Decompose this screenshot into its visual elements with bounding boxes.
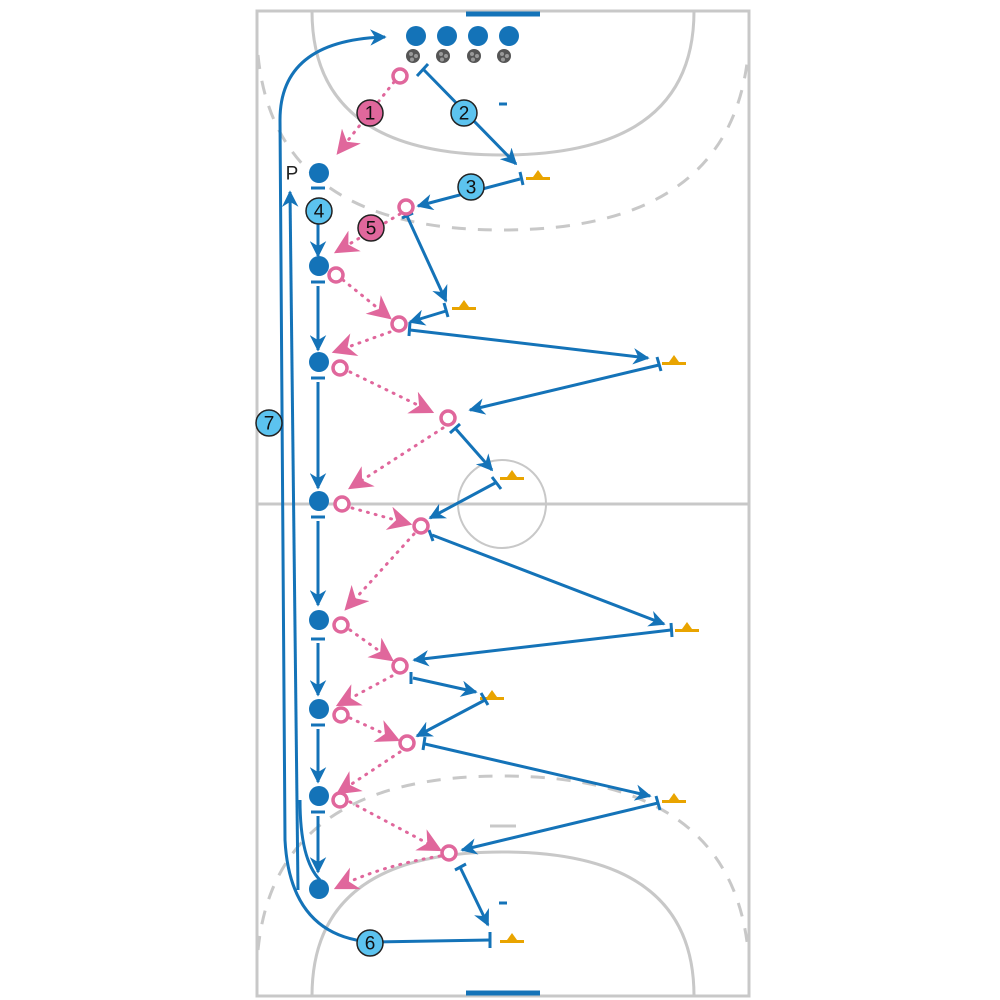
attacker-icon bbox=[398, 734, 416, 752]
step-labels: 1 2 3 4 5 6 7 P bbox=[255, 99, 485, 957]
svg-text:3: 3 bbox=[466, 178, 477, 199]
attacker-icon bbox=[412, 517, 430, 535]
ball-icon bbox=[467, 49, 481, 63]
attacker-positions bbox=[327, 67, 458, 862]
player-icon bbox=[309, 352, 329, 372]
attacker-icon bbox=[440, 844, 458, 862]
free-throw-line-top bbox=[256, 54, 750, 232]
attacker-icon bbox=[333, 495, 351, 513]
svg-text:1: 1 bbox=[365, 104, 376, 125]
attacker-icon bbox=[331, 359, 349, 377]
player-icon bbox=[406, 26, 426, 46]
ball-icon bbox=[406, 49, 420, 63]
ball-icon bbox=[497, 49, 511, 63]
svg-text:6: 6 bbox=[365, 934, 376, 955]
player-icon bbox=[437, 26, 457, 46]
pass-paths bbox=[331, 80, 445, 890]
step-badge-3: 3 bbox=[457, 173, 485, 201]
player-p-positions bbox=[309, 163, 329, 899]
player-icon bbox=[309, 491, 329, 511]
court bbox=[255, 9, 751, 998]
ball-icon bbox=[436, 49, 450, 63]
player-icon bbox=[309, 879, 329, 899]
goal-area-bottom bbox=[310, 850, 696, 997]
run-paths bbox=[278, 29, 491, 944]
attacker-icon bbox=[332, 706, 350, 724]
svg-text:2: 2 bbox=[459, 104, 470, 125]
step-badge-6: 6 bbox=[356, 929, 384, 957]
free-throw-line-bottom bbox=[256, 774, 750, 951]
step-badge-1: 1 bbox=[356, 99, 384, 127]
step-badge-5: 5 bbox=[357, 214, 385, 242]
step-badge-2: 2 bbox=[450, 99, 478, 127]
player-icon bbox=[309, 786, 329, 806]
attacker-icon bbox=[332, 616, 350, 634]
attacker-icon bbox=[439, 409, 457, 427]
curve-path bbox=[298, 799, 322, 882]
cone-icon bbox=[452, 300, 476, 310]
cone-icon bbox=[662, 355, 686, 365]
cone-icon bbox=[675, 622, 699, 632]
attacker-icon bbox=[331, 791, 349, 809]
player-p-label: P bbox=[286, 164, 299, 185]
cone-icon bbox=[526, 170, 550, 180]
player-icon bbox=[468, 26, 488, 46]
player-icon bbox=[499, 26, 519, 46]
svg-text:7: 7 bbox=[264, 414, 275, 435]
player-queue bbox=[406, 26, 519, 63]
svg-text:5: 5 bbox=[366, 219, 377, 240]
cone-icon bbox=[500, 470, 524, 480]
player-icon bbox=[309, 610, 329, 630]
runup-path bbox=[281, 190, 300, 891]
attacker-icon bbox=[327, 266, 345, 284]
return-run-path bbox=[278, 29, 491, 944]
attacker-icon bbox=[391, 657, 409, 675]
player-icon bbox=[309, 699, 329, 719]
step-badge-4: 4 bbox=[305, 197, 333, 225]
blue-paths bbox=[309, 62, 674, 948]
cone-icon bbox=[662, 793, 686, 803]
attacker-icon bbox=[397, 198, 415, 216]
step-badge-7: 7 bbox=[255, 409, 283, 437]
svg-text:4: 4 bbox=[314, 202, 325, 223]
player-icon bbox=[309, 163, 329, 183]
attacker-icon bbox=[391, 67, 409, 85]
cone-icon bbox=[500, 933, 524, 943]
player-icon bbox=[309, 256, 329, 276]
attacker-icon bbox=[390, 315, 408, 333]
